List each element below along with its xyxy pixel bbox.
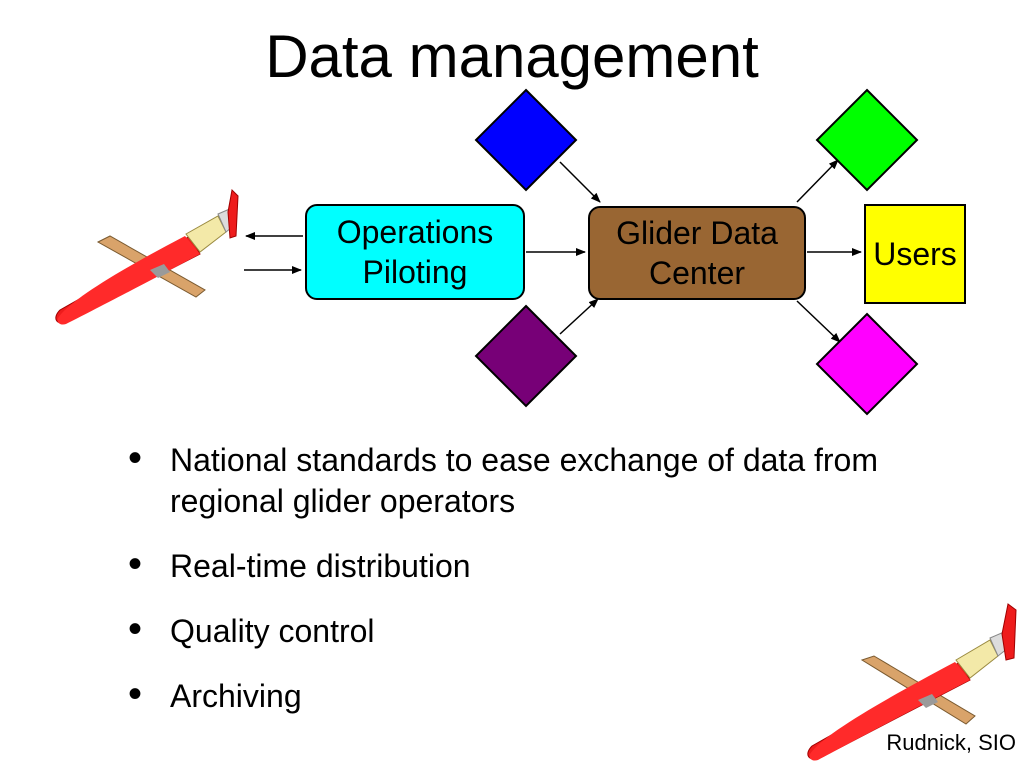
- arrow-blue-to-center: [559, 161, 601, 203]
- bullet-item: National standards to ease exchange of d…: [128, 438, 928, 522]
- diamond-bottom-right: [815, 312, 919, 416]
- diamond-top-left: [474, 88, 578, 192]
- bullet-list: National standards to ease exchange of d…: [128, 438, 928, 741]
- bullet-item: Archiving: [128, 674, 928, 717]
- glider-data-center-box: Glider Data Center: [588, 206, 806, 300]
- bullet-item: Quality control: [128, 609, 928, 652]
- operations-line1: Operations: [336, 214, 494, 250]
- users-box: Users: [864, 204, 966, 304]
- operations-line2: Piloting: [362, 254, 468, 290]
- diamond-top-right: [815, 88, 919, 192]
- arrow-center-to-green: [796, 159, 839, 203]
- center-line1: Glider Data: [616, 215, 778, 251]
- diamond-bottom-left: [474, 304, 578, 408]
- center-line2: Center: [648, 255, 746, 291]
- credit-text: Rudnick, SIO: [886, 730, 1016, 755]
- arrow-center-to-magenta: [796, 300, 841, 343]
- slide-title: Data management: [265, 23, 759, 90]
- arrow-purple-to-center: [559, 298, 599, 335]
- bullet-item: Real-time distribution: [128, 544, 928, 587]
- glider-icon: [55, 188, 239, 325]
- users-label: Users: [873, 236, 957, 272]
- operations-piloting-box: Operations Piloting: [305, 204, 525, 300]
